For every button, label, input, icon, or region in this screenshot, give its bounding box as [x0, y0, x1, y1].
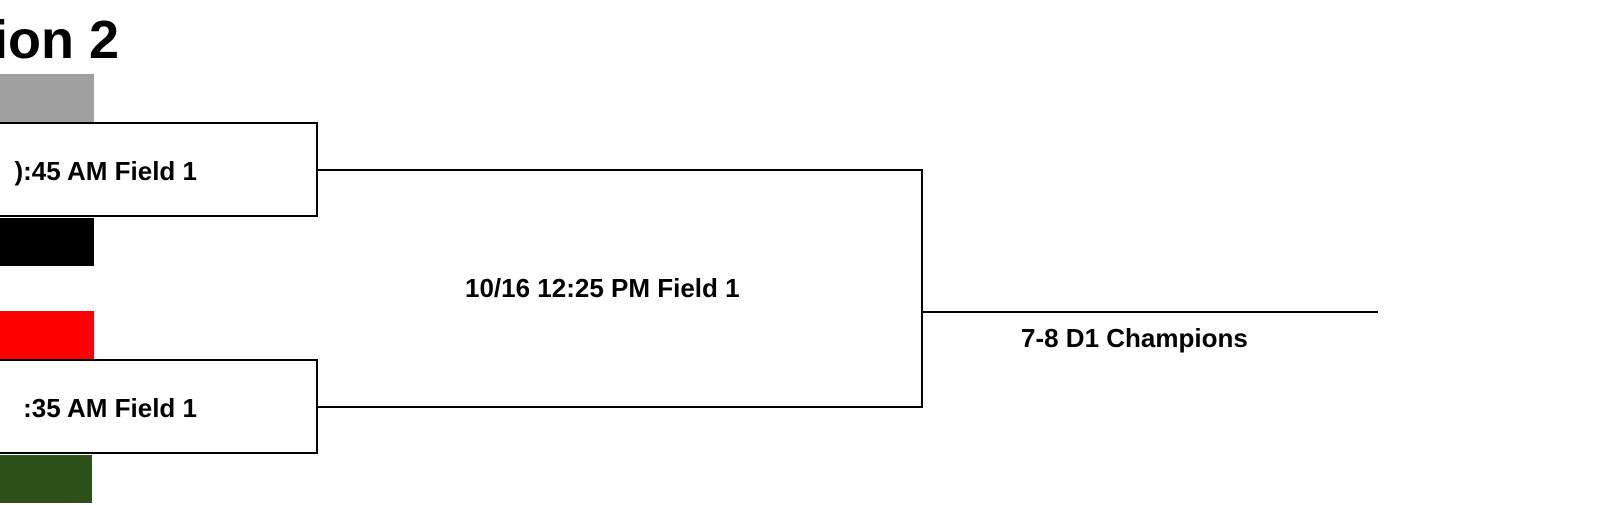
- connector-bottom-horizontal: [318, 406, 923, 408]
- team-slot-2: [0, 218, 94, 266]
- match-label-bottom: :35 AM Field 1: [23, 393, 197, 423]
- final-line: [921, 311, 1378, 313]
- match-box-bottom: [0, 359, 318, 454]
- team-slot-3: [0, 311, 94, 359]
- champion-label: 7-8 D1 Champions: [1021, 323, 1248, 353]
- team-slot-4: [0, 455, 92, 503]
- connector-top-horizontal: [318, 169, 923, 171]
- team-slot-1: [0, 74, 94, 122]
- division-title: ion 2: [0, 10, 119, 70]
- match-label-top: ):45 AM Field 1: [14, 156, 197, 186]
- connector-vertical: [921, 169, 923, 408]
- match-box-top: [0, 122, 318, 217]
- round2-match-label: 10/16 12:25 PM Field 1: [465, 273, 740, 303]
